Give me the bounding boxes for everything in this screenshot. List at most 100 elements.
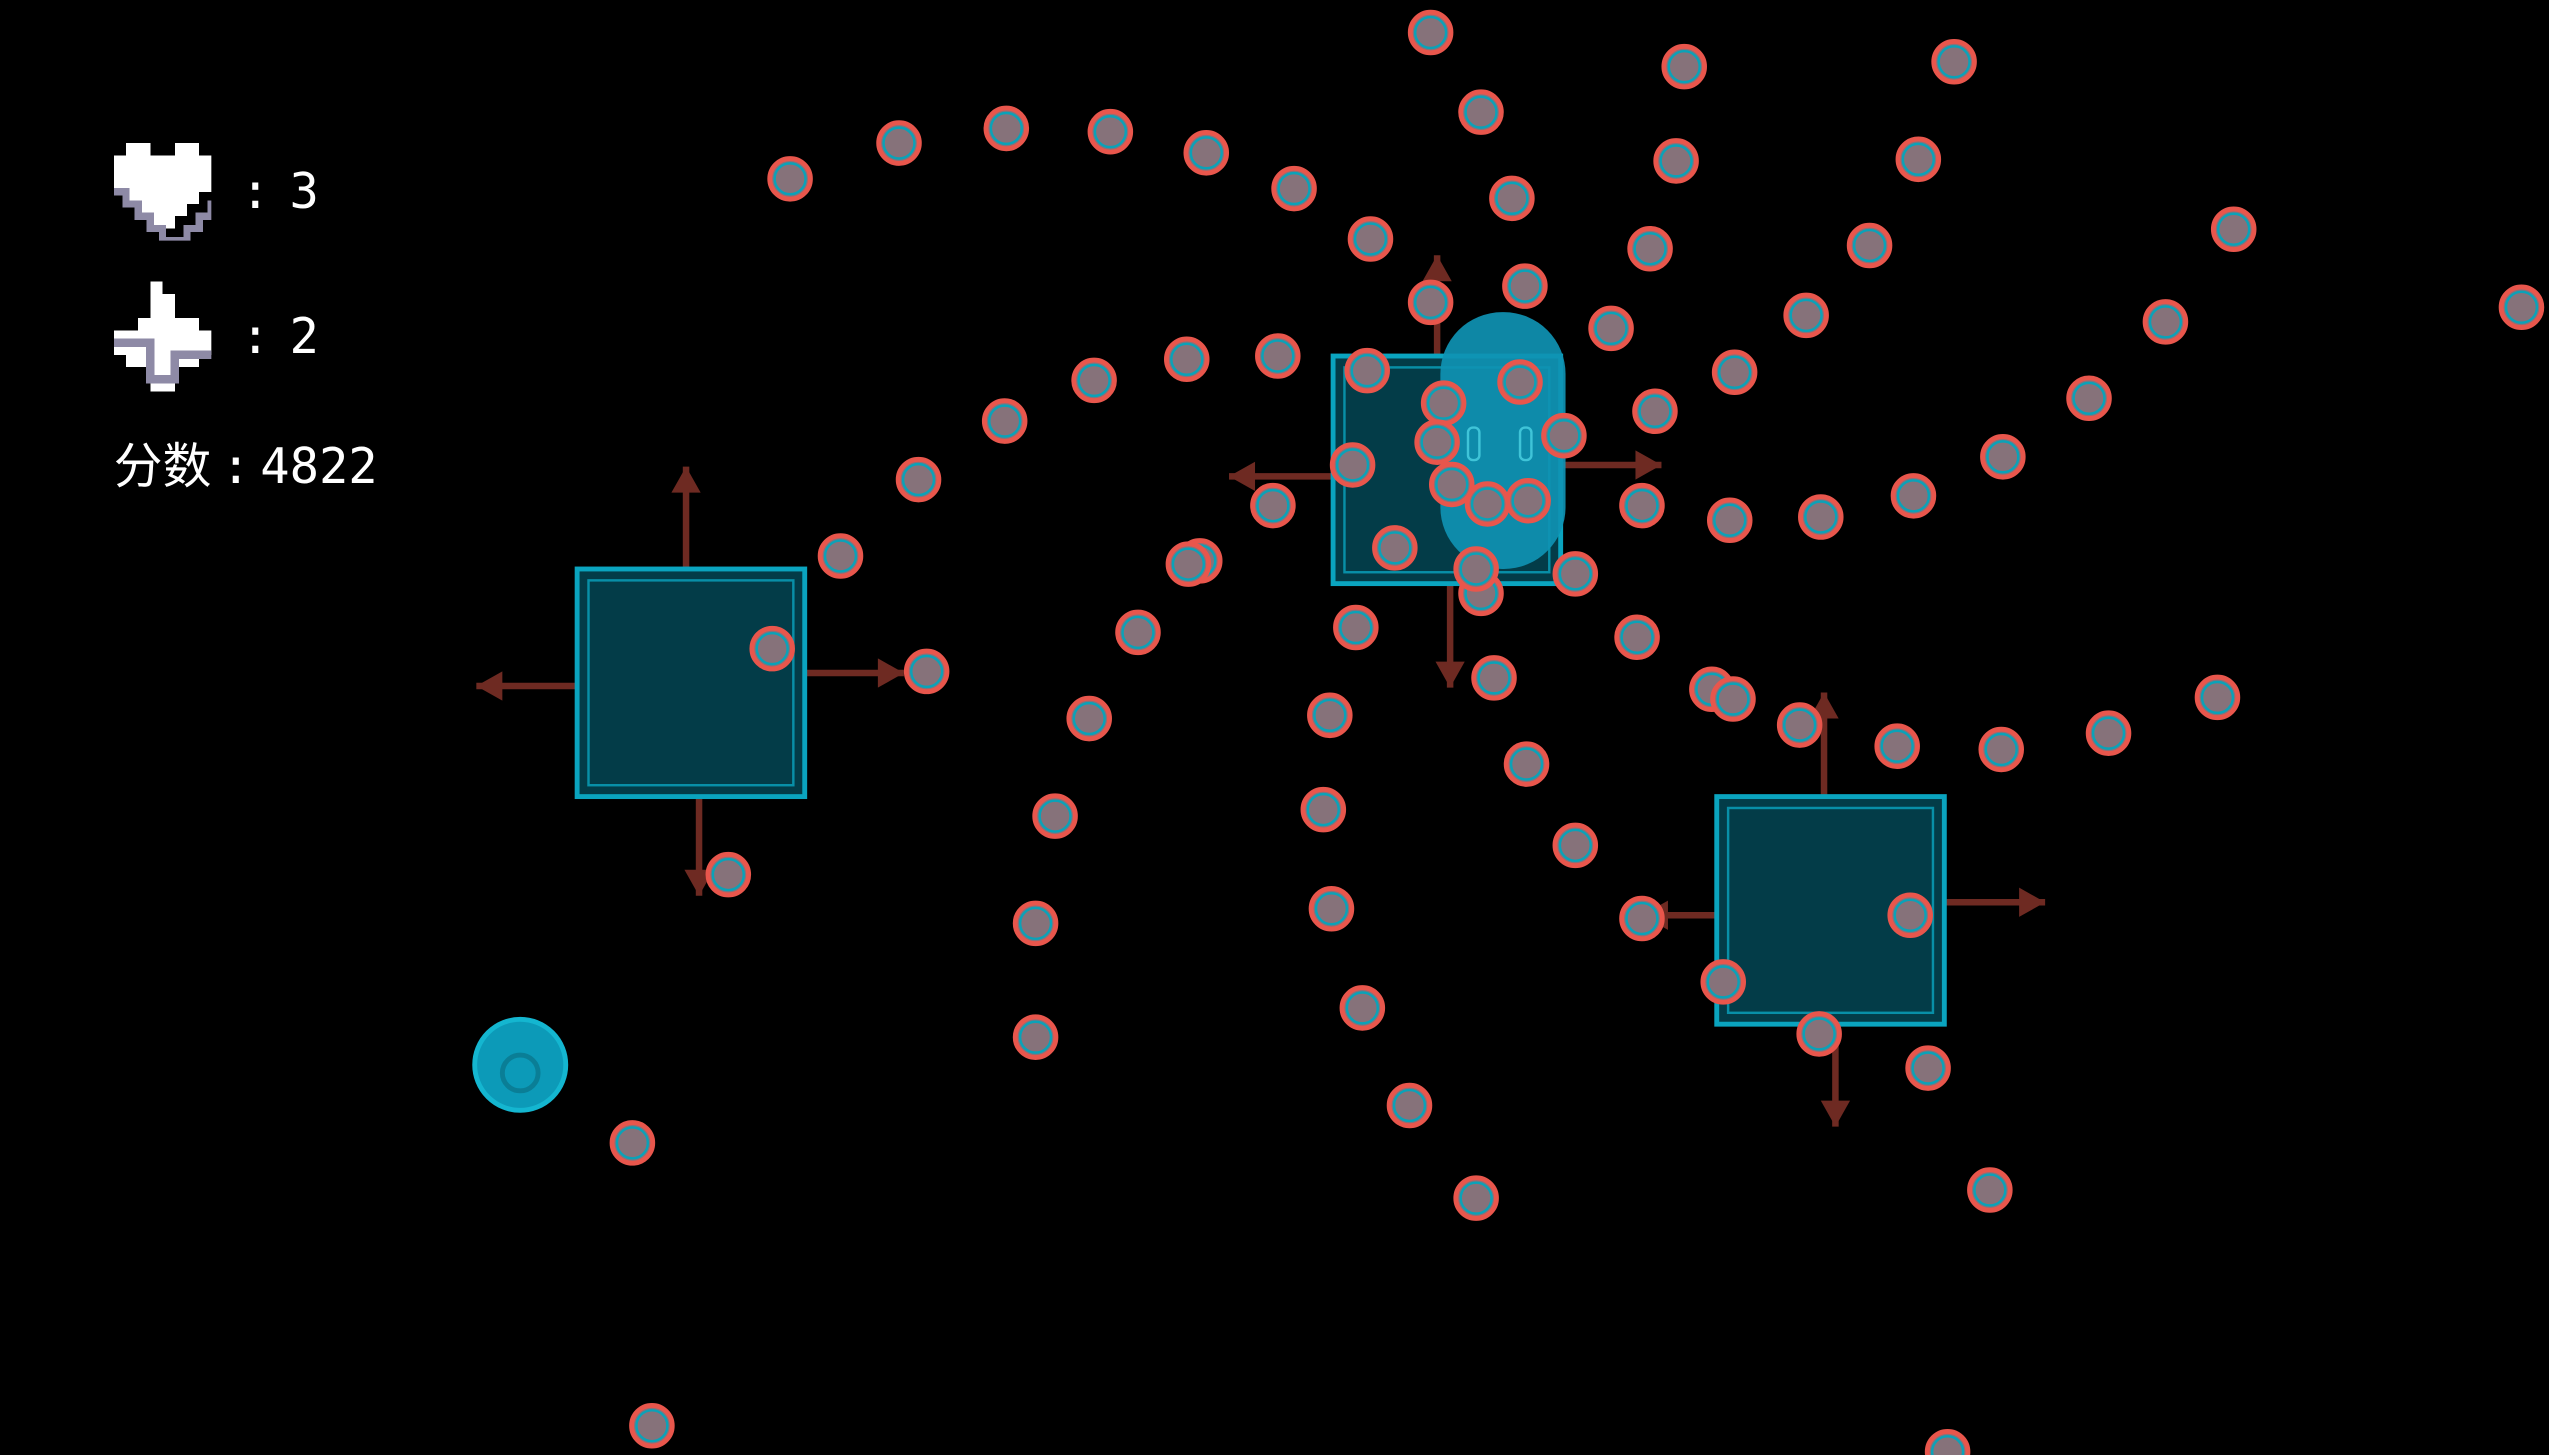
turret-block-inner [1726, 806, 1935, 1015]
arrow-head-icon [2019, 887, 2046, 917]
enemy-bullet-ring [1625, 488, 1659, 523]
enemy-bullet-ring [1313, 698, 1347, 732]
enemy-bullet-ring [882, 126, 916, 160]
enemy-bullet-ring [1339, 610, 1373, 645]
enemy-bullet-ring [1093, 115, 1128, 149]
score-value: 4822 [260, 438, 378, 496]
enemy-bullet-ring [2504, 290, 2539, 324]
enemy-bullet-ring [2091, 716, 2126, 750]
enemy-bullet-ring [901, 462, 936, 497]
arrow-head-icon [1229, 461, 1256, 491]
enemy-bullet-ring [1350, 353, 1384, 388]
bombs-separator: : [240, 308, 270, 365]
enemy-bullet-ring [1896, 479, 1931, 513]
enemy-bullet-ring [1171, 547, 1206, 581]
enemy-bullet-ring [1509, 747, 1544, 781]
enemy-bullet-ring [615, 1126, 650, 1160]
score-display: 分数:4822 [114, 426, 378, 498]
enemy-bullet-ring [1426, 386, 1461, 420]
enemy-bullet-ring [1558, 557, 1592, 591]
enemy-bullet-ring [1620, 620, 1654, 654]
enemy-bullet-ring [1277, 171, 1311, 206]
lives-separator: : [240, 163, 270, 221]
enemy-bullet-ring [1261, 339, 1295, 373]
enemy-bullet-ring [1495, 181, 1529, 215]
enemy-bullet-ring [1345, 991, 1380, 1025]
enemy-bullet-ring [2200, 680, 2235, 715]
enemy-bullet-ring [1314, 892, 1349, 926]
enemy-bullet-ring [1392, 1088, 1427, 1123]
enemy-bullet-ring [1121, 615, 1155, 650]
enemy-bullet-ring [1804, 500, 1838, 534]
enemy-bullet-ring [1503, 365, 1537, 399]
enemy-bullet-ring [1901, 142, 1935, 176]
enemy-bullet-ring [1072, 701, 1106, 736]
enemy-bullet-ring [1038, 799, 1072, 833]
enemy-bullet-ring [1716, 682, 1750, 716]
enemy-bullet-ring [2148, 305, 2183, 339]
enemy-bullet-ring [1189, 136, 1223, 170]
enemy-bullet-ring [1306, 792, 1340, 827]
enemy-bullet-ring [1077, 363, 1111, 398]
enemy-bullet-ring [1558, 828, 1592, 863]
turret-block [574, 566, 808, 800]
enemy-bullet-ring [823, 539, 858, 573]
score-separator: : [221, 438, 251, 496]
enemy-bullet-ring [1459, 1181, 1493, 1215]
enemy-bullet-ring [755, 631, 789, 666]
enemy-bullet-ring [1986, 440, 2020, 474]
enemy-bullet-ring [909, 654, 944, 689]
enemy-bullet-ring [1880, 729, 1914, 763]
enemy-bullet-ring [773, 162, 807, 196]
enemy-bullet-ring [1717, 355, 1752, 389]
enemy-bullet-ring [989, 111, 1023, 146]
enemy-bullet-ring [1594, 311, 1628, 346]
arrow-head-icon [1435, 661, 1465, 688]
enemy-bullet-ring [1470, 487, 1505, 521]
arrow-head-icon [476, 671, 503, 701]
enemy-bullet-ring [988, 404, 1022, 438]
enemy-bullet-ring [1911, 1051, 1945, 1085]
arrow-head-icon [1820, 1100, 1851, 1127]
enemy-bullet-ring [1018, 906, 1053, 941]
enemy-bullet-ring [1170, 342, 1204, 376]
score-label: 分数 [113, 438, 212, 496]
enemy-bullet-ring [1930, 1435, 1965, 1455]
enemy-bullet-ring [1973, 1173, 2007, 1207]
enemy-bullet-ring [1413, 15, 1448, 50]
turret-block-inner [587, 579, 795, 787]
boss-eye [1466, 426, 1481, 462]
arrow-head-icon [671, 466, 701, 493]
player-core [499, 1052, 541, 1094]
enemy-bullet-ring [2072, 381, 2106, 415]
enemy-bullet-ring [1511, 484, 1545, 518]
bombs-value: 2 [289, 308, 319, 365]
enemy-bullet-ring [2217, 212, 2251, 246]
enemy-bullet-ring [635, 1409, 669, 1443]
bombs-counter: : 2 [113, 280, 319, 394]
player-ship [472, 1016, 569, 1113]
lives-value: 3 [289, 163, 319, 221]
enemy-bullet-ring [1353, 222, 1388, 256]
enemy-bullet-ring [1459, 552, 1493, 586]
enemy-bullet-ring [1547, 419, 1581, 453]
arrow-head-icon [1635, 450, 1662, 480]
enemy-bullet [1924, 1428, 1971, 1455]
enemy-bullet-ring [1638, 394, 1672, 428]
sparkle-icon [113, 281, 212, 392]
enemy-bullet-ring [1335, 448, 1370, 482]
enemy-bullet-ring [1706, 965, 1740, 999]
enemy-bullet-ring [1667, 49, 1701, 84]
enemy-bullet-ring [1659, 144, 1693, 178]
enemy-bullet-ring [1464, 95, 1498, 129]
enemy-bullet-ring [1984, 732, 2018, 767]
enemy-bullet-ring [1713, 503, 1747, 537]
enemy-bullet-ring [1420, 425, 1454, 459]
enemy-bullet-ring [1937, 45, 1971, 79]
boss-eye [1518, 426, 1533, 462]
enemy-bullet-ring [1378, 531, 1412, 565]
enemy-bullet-ring [1852, 228, 1887, 263]
arrow-head-icon [877, 658, 904, 688]
